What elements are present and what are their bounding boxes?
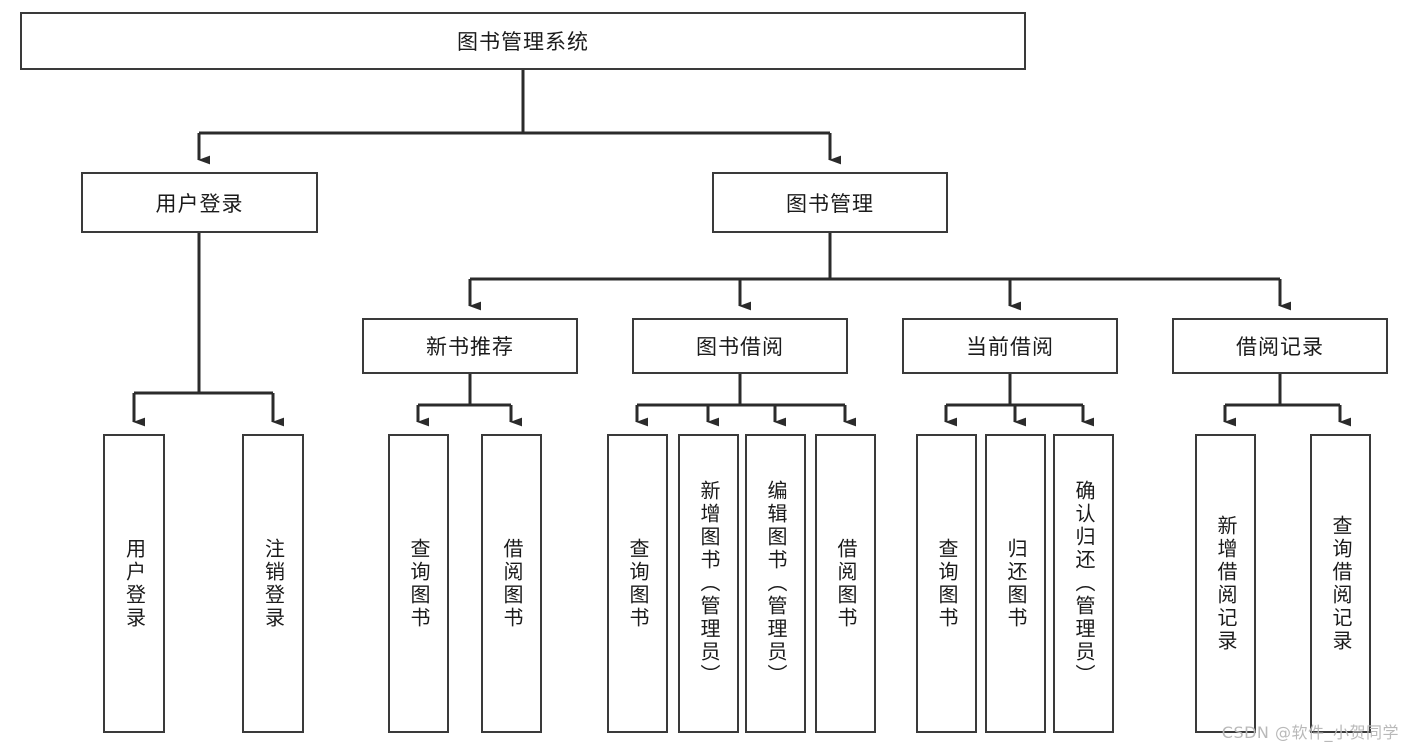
leaf-query-book-borrow[interactable]: 查询图书 bbox=[607, 434, 668, 733]
watermark: CSDN @软件_小贺同学 bbox=[1221, 723, 1399, 742]
node-new-book-recommend[interactable]: 新书推荐 bbox=[362, 318, 578, 374]
leaf-borrow-book[interactable]: 借阅图书 bbox=[815, 434, 876, 733]
leaf-edit-book-admin[interactable]: 编辑图书（管理员） bbox=[745, 434, 806, 733]
leaf-add-borrow-record[interactable]: 新增借阅记录 bbox=[1195, 434, 1256, 733]
leaf-borrow-book-recommend[interactable]: 借阅图书 bbox=[481, 434, 542, 733]
leaf-user-login[interactable]: 用户登录 bbox=[103, 434, 165, 733]
leaf-return-book[interactable]: 归还图书 bbox=[985, 434, 1046, 733]
node-user-login[interactable]: 用户登录 bbox=[81, 172, 318, 233]
node-current-borrow[interactable]: 当前借阅 bbox=[902, 318, 1118, 374]
leaf-confirm-return-admin[interactable]: 确认归还（管理员） bbox=[1053, 434, 1114, 733]
node-book-management[interactable]: 图书管理 bbox=[712, 172, 948, 233]
leaf-query-borrow-record[interactable]: 查询借阅记录 bbox=[1310, 434, 1371, 733]
node-borrow-records[interactable]: 借阅记录 bbox=[1172, 318, 1388, 374]
node-root[interactable]: 图书管理系统 bbox=[20, 12, 1026, 70]
node-book-borrow[interactable]: 图书借阅 bbox=[632, 318, 848, 374]
leaf-add-book-admin[interactable]: 新增图书（管理员） bbox=[678, 434, 739, 733]
leaf-query-book-current[interactable]: 查询图书 bbox=[916, 434, 977, 733]
leaf-logout[interactable]: 注销登录 bbox=[242, 434, 304, 733]
leaf-query-book-recommend[interactable]: 查询图书 bbox=[388, 434, 449, 733]
